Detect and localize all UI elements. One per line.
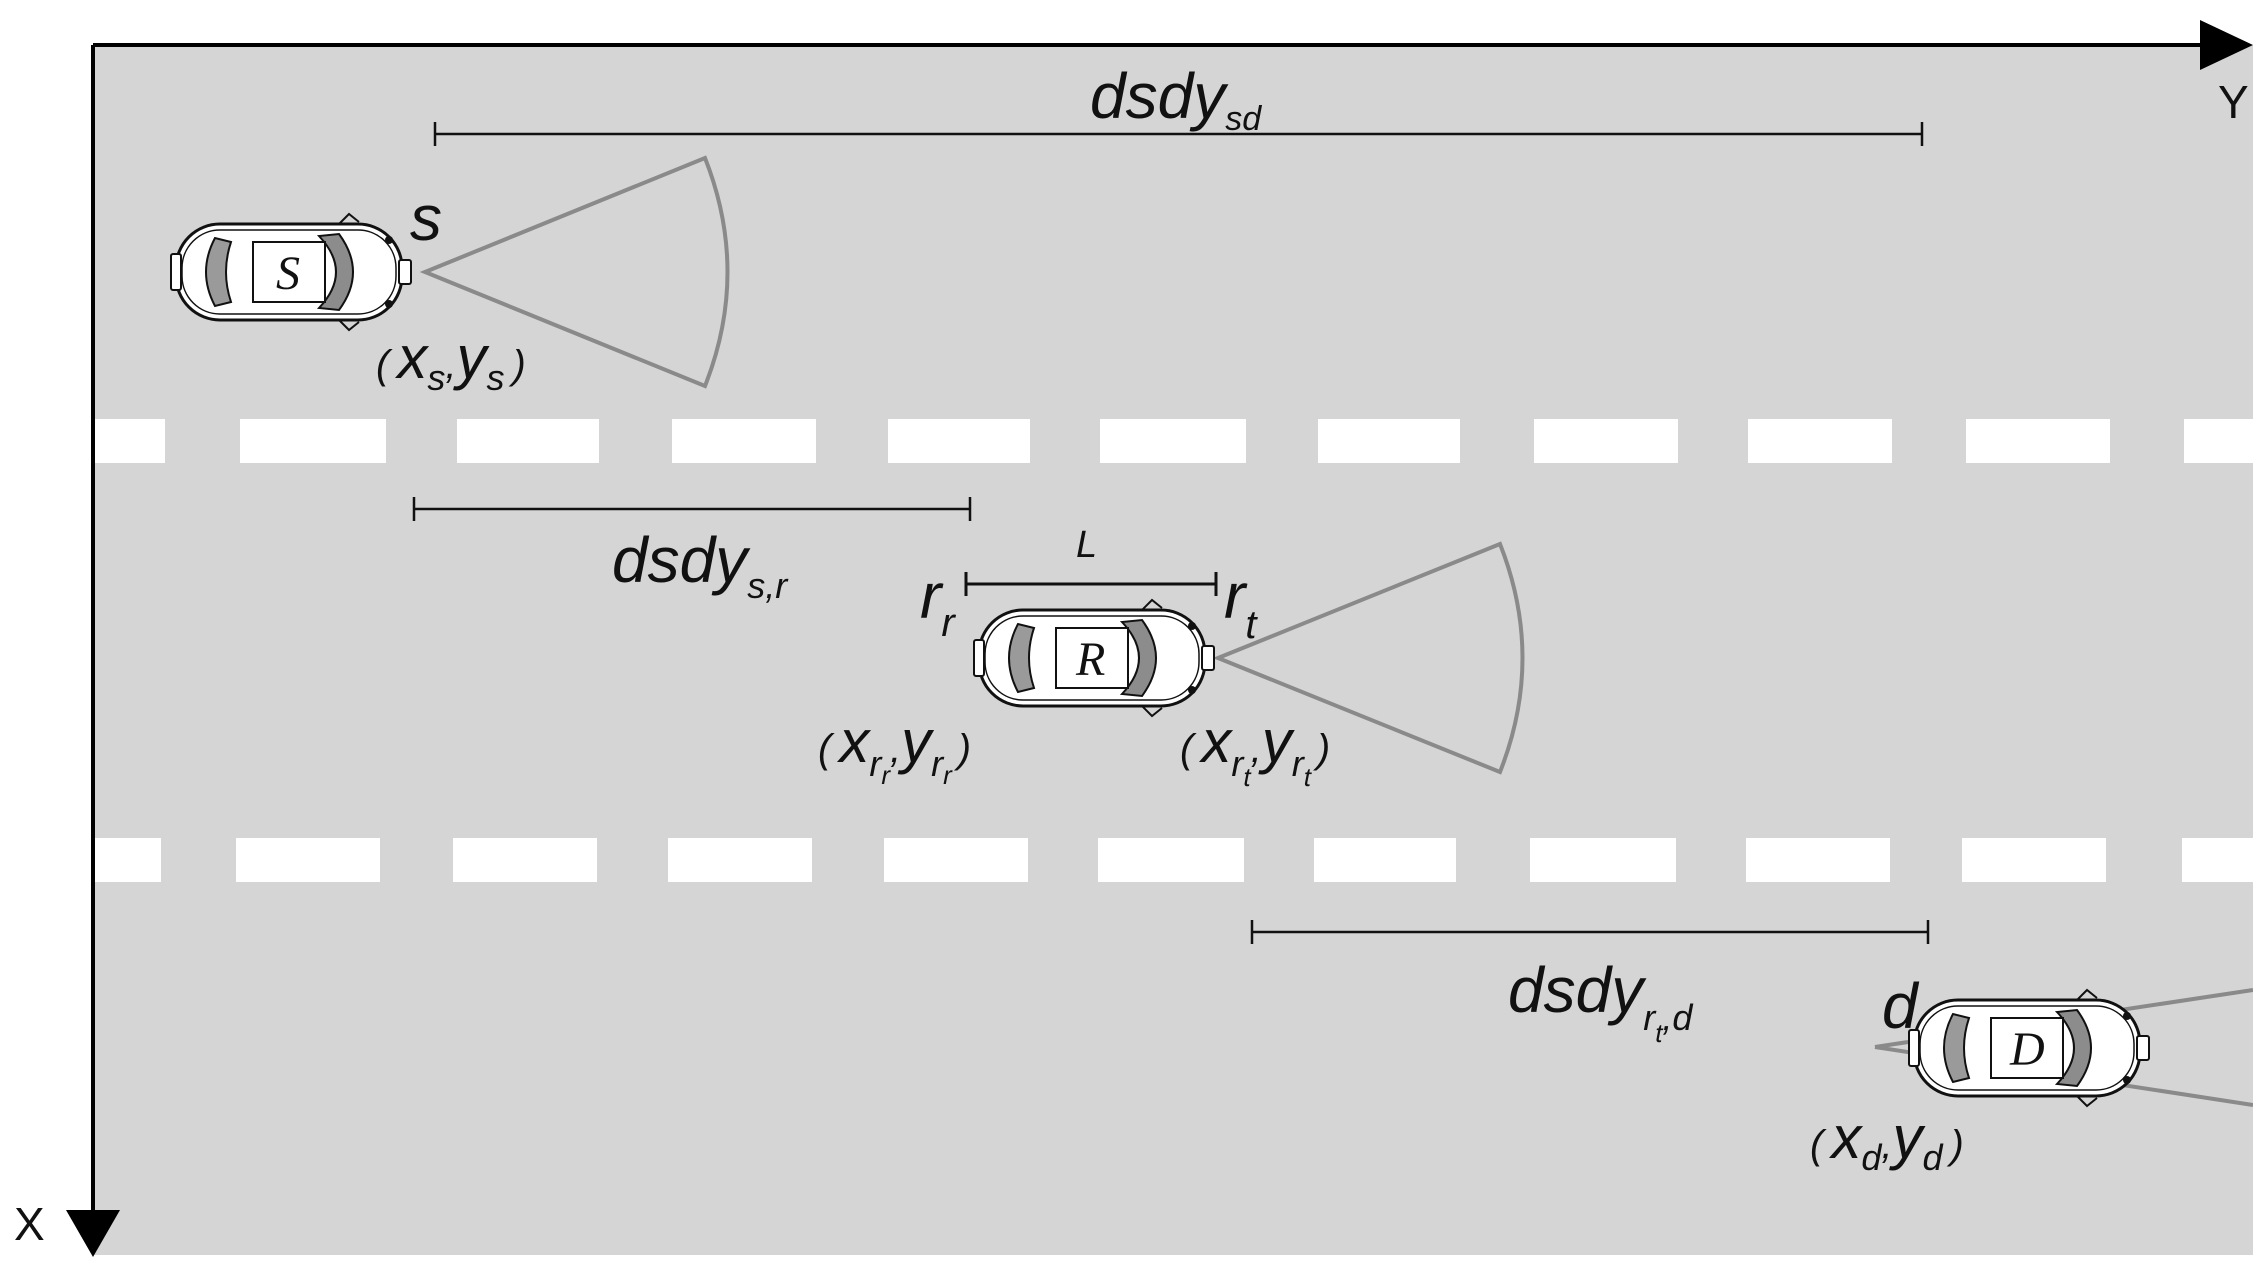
source-vehicle: S <box>169 212 413 332</box>
y-axis-label: Y <box>2218 76 2249 128</box>
vehicle-length-bar <box>964 572 1218 596</box>
lane-marking-lower <box>93 838 2253 882</box>
sensor-cone-relay <box>1212 541 1525 775</box>
destination-point-label: d <box>1882 970 1920 1042</box>
destination-vehicle-badge: D <box>2009 1023 2045 1076</box>
destination-vehicle-badge-box <box>1990 1017 2064 1079</box>
x-axis-label: X <box>14 1198 45 1250</box>
relay-front-coordinate: (xrt,yrt) <box>1180 708 1330 792</box>
source-point-label: s <box>410 182 442 254</box>
distance-bar-sd <box>433 122 1924 146</box>
relay-vehicle-badge: R <box>1075 633 1105 686</box>
source-vehicle-badge: S <box>276 247 300 300</box>
distance-bar-sr <box>412 497 972 521</box>
y-axis-arrowhead <box>2200 20 2253 70</box>
vehicle-length-label: L <box>1076 524 1097 566</box>
relay-front-point-label: rt <box>1224 560 1258 647</box>
relay-rear-coordinate: (xrr,yrr) <box>818 708 971 790</box>
distance-bar-rtd <box>1250 920 1930 944</box>
x-axis-arrowhead <box>66 1210 120 1257</box>
lane-marking-upper <box>93 419 2253 463</box>
relay-vehicle: R <box>972 598 1216 718</box>
destination-vehicle: D <box>1907 988 2151 1108</box>
distance-label-sd: dsdysd <box>1090 60 1262 138</box>
destination-coordinate: (xd,yd) <box>1810 1104 1964 1178</box>
source-vehicle-badge-box <box>252 241 326 303</box>
sensor-cone-source <box>419 155 730 389</box>
relay-rear-point-label: rr <box>920 560 956 645</box>
source-coordinate: (xs,ys) <box>376 324 526 398</box>
relay-vehicle-badge-box <box>1055 627 1129 689</box>
distance-label-sr: dsdys,r <box>612 524 789 606</box>
distance-label-rtd: dsdyrt,d <box>1508 954 1693 1048</box>
